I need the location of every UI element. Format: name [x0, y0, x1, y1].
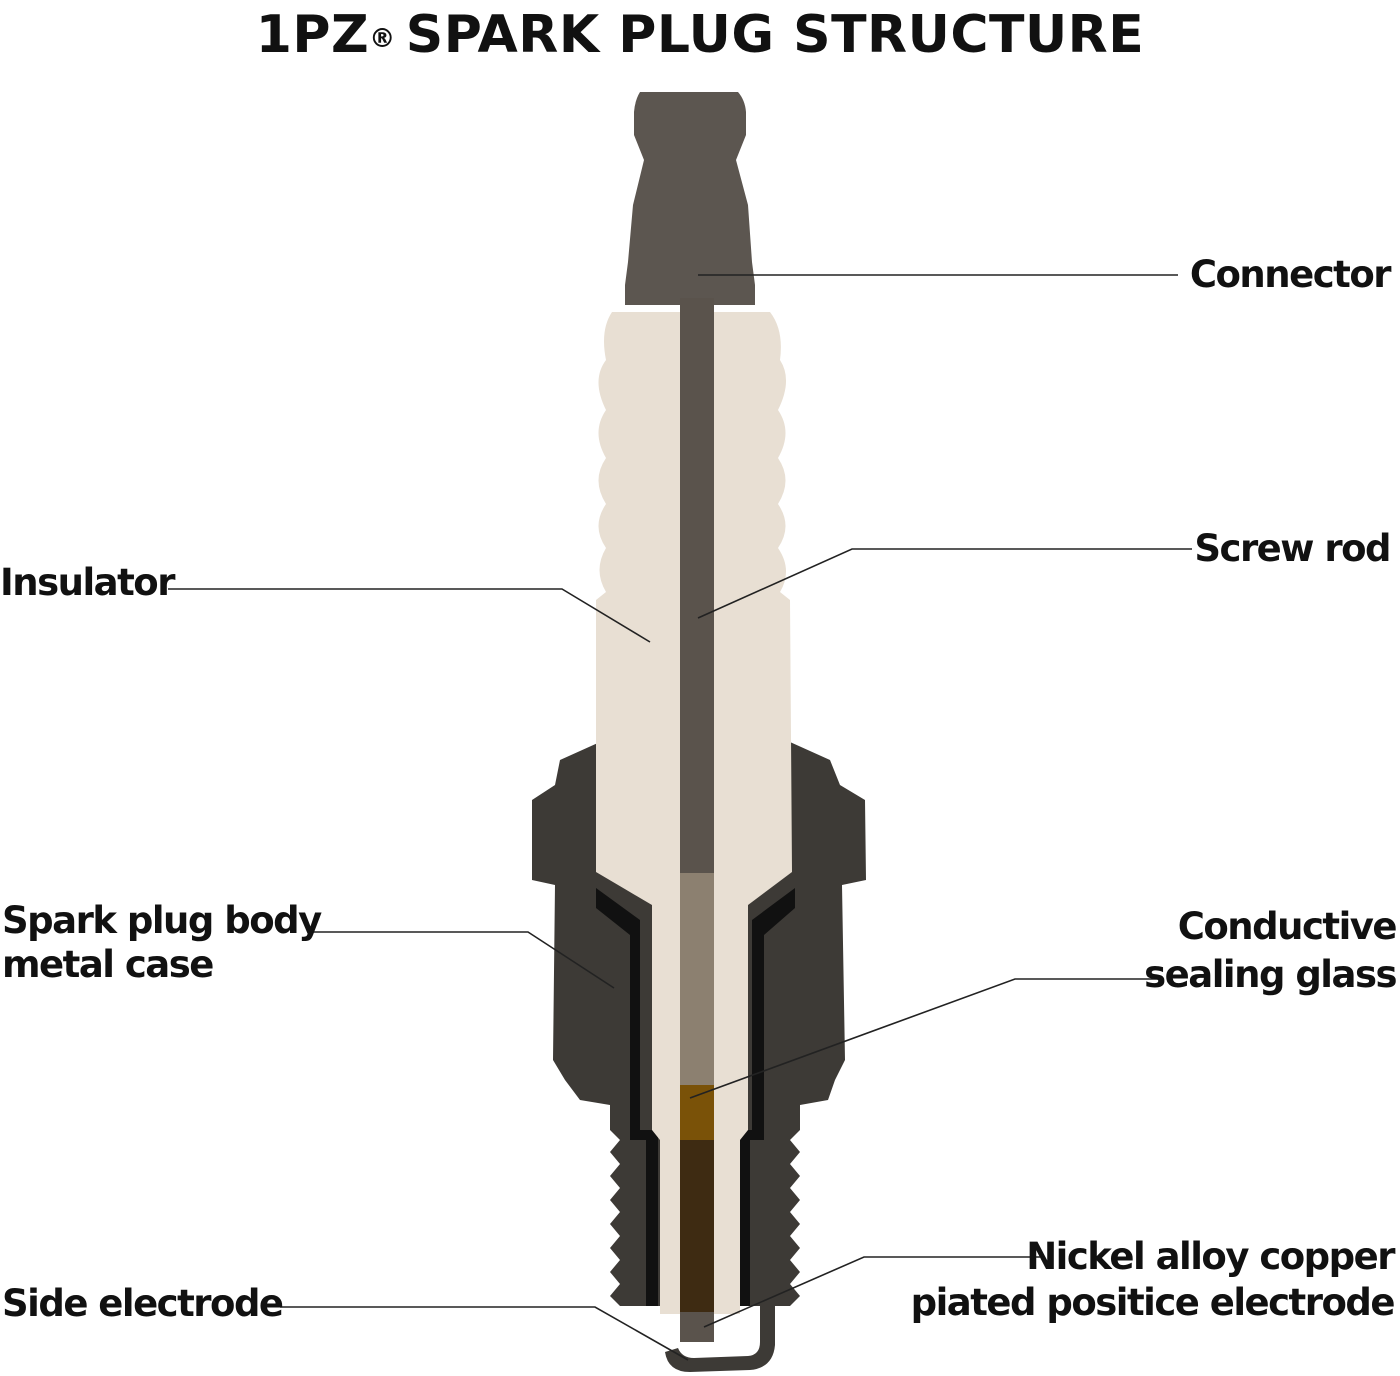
brand-name: 1PZ [255, 5, 370, 65]
shell-inner-gap-right [738, 888, 795, 1306]
resistor-glass [680, 873, 714, 1085]
label-insulator: Insulator [0, 561, 175, 604]
copper-core [680, 1140, 714, 1312]
leader-side-electrode [280, 1306, 689, 1361]
page-title: 1PZ® SPARK PLUG STRUCTURE [0, 0, 1400, 70]
label-screw-rod: Screw rod [1194, 527, 1391, 570]
shell-inner-gap-left [596, 888, 658, 1306]
leader-body [310, 931, 615, 989]
terminal-nut [625, 92, 755, 305]
sealing-glass [680, 1085, 714, 1140]
registered-mark: ® [369, 24, 396, 54]
leader-screw-rod [697, 548, 1192, 619]
label-glass-line2: sealing glass [1144, 953, 1397, 996]
leader-lines [168, 274, 1192, 1361]
label-connector: Connector [1189, 253, 1392, 296]
screw-rod [680, 298, 714, 873]
leader-insulator [168, 588, 651, 643]
label-body-line2: metal case [2, 943, 214, 986]
center-electrode-tip [680, 1312, 714, 1342]
label-center-line1: Nickel alloy copper [1026, 1235, 1395, 1278]
label-center-line2: piated positice electrode [910, 1281, 1396, 1324]
title-text: SPARK PLUG STRUCTURE [405, 5, 1145, 65]
side-electrode [665, 1304, 775, 1372]
label-side-electrode: Side electrode [2, 1282, 284, 1325]
label-body-line1: Spark plug body [2, 899, 322, 942]
leader-center-electrode [703, 1256, 1040, 1328]
label-glass-line1: Conductive [1177, 905, 1398, 948]
leader-glass [689, 978, 1160, 1099]
